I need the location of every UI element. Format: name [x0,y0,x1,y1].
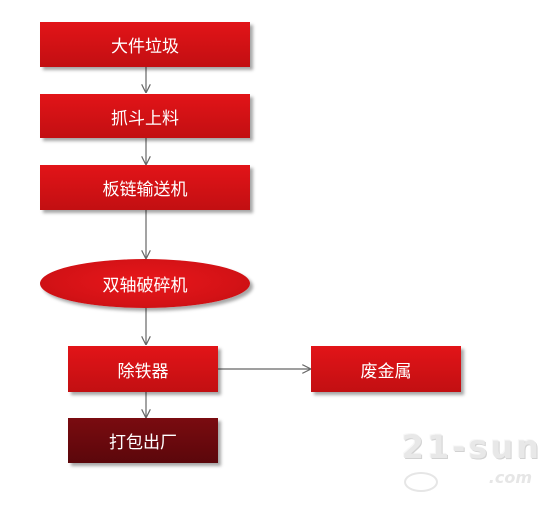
node-iron-remover-label: 除铁器 [117,361,169,382]
node-iron-remover: 除铁器 [68,346,218,392]
node-chain-conveyor: 板链输送机 [40,165,250,210]
node-shredder-label: 双轴破碎机 [102,276,188,296]
node-baling-output: 打包出厂 [68,418,218,463]
node-bulky-waste: 大件垃圾 [40,22,250,67]
node-grab-loading-label: 抓斗上料 [111,108,179,129]
node-baling-output-label: 打包出厂 [109,433,177,453]
watermark-domain: .com [488,468,532,487]
watermark: 21-sun .com [372,428,542,500]
node-chain-conveyor-label: 板链输送机 [102,180,188,200]
watermark-text: 21-sun [401,428,542,466]
watermark-logo-icon [404,472,438,492]
node-scrap-metal-label: 废金属 [360,361,412,382]
node-grab-loading: 抓斗上料 [40,94,250,138]
node-shredder: 双轴破碎机 [40,259,250,308]
node-bulky-waste-label: 大件垃圾 [111,37,179,57]
node-scrap-metal: 废金属 [311,346,461,392]
